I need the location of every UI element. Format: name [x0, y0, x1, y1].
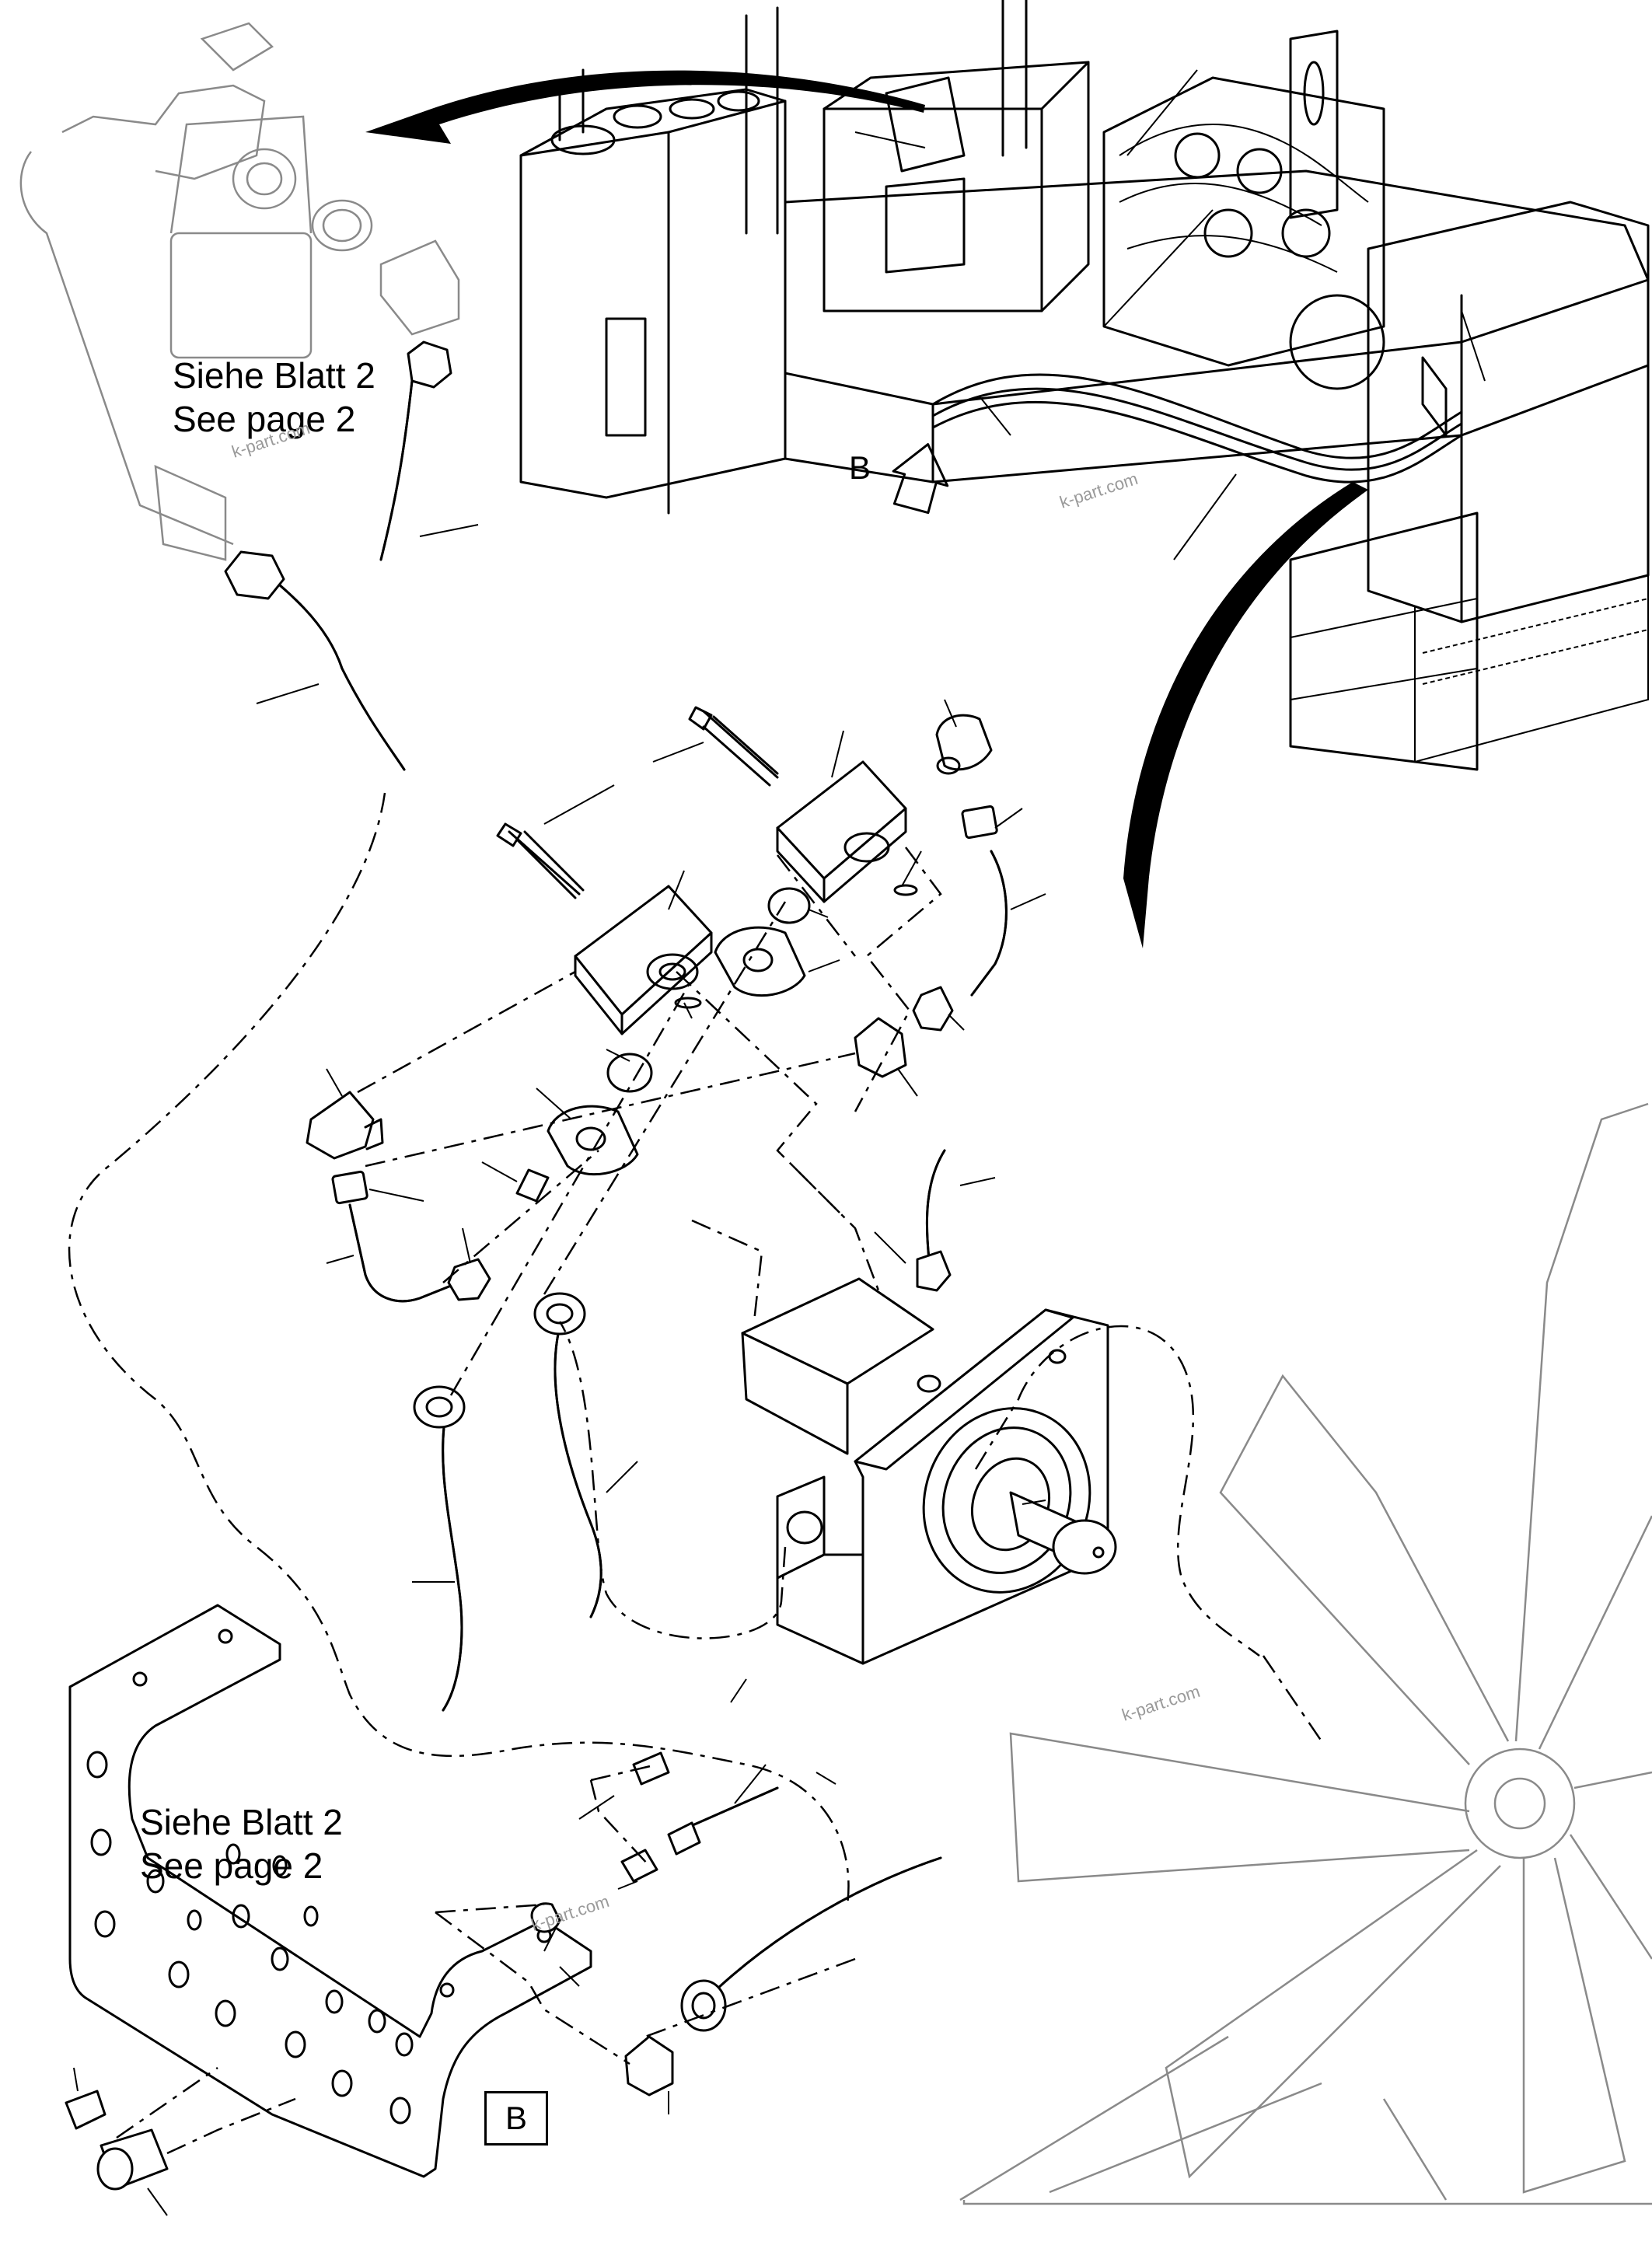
view-detail-box: B [484, 2091, 548, 2146]
reference-note-bottom-en: See page 2 [140, 1845, 323, 1886]
reference-note-bottom: Siehe Blatt 2 See page 2 [140, 1800, 343, 1887]
ghost-filter-assembly [19, 22, 460, 561]
center-exploded-parts [224, 340, 1008, 1712]
connection-lines [68, 792, 1323, 2155]
bracket-holes [86, 1751, 414, 2125]
reference-note-bottom-de: Siehe Blatt 2 [140, 1802, 343, 1842]
cooling-fan [959, 1102, 1652, 2205]
reference-note-top-de: Siehe Blatt 2 [173, 355, 375, 396]
machine-overview [519, 0, 1650, 771]
mounting-bracket [65, 1604, 942, 2191]
reference-note-top: Siehe Blatt 2 See page 2 [173, 354, 375, 441]
pump-housing [741, 1277, 1117, 1665]
flow-arrow-right [1123, 482, 1368, 948]
view-arrow-letter: B [849, 449, 871, 486]
flow-arrow-top [365, 70, 925, 144]
leader-lines [73, 524, 1046, 2216]
view-arrow-icon [892, 443, 949, 515]
reference-note-top-en: See page 2 [173, 399, 356, 439]
